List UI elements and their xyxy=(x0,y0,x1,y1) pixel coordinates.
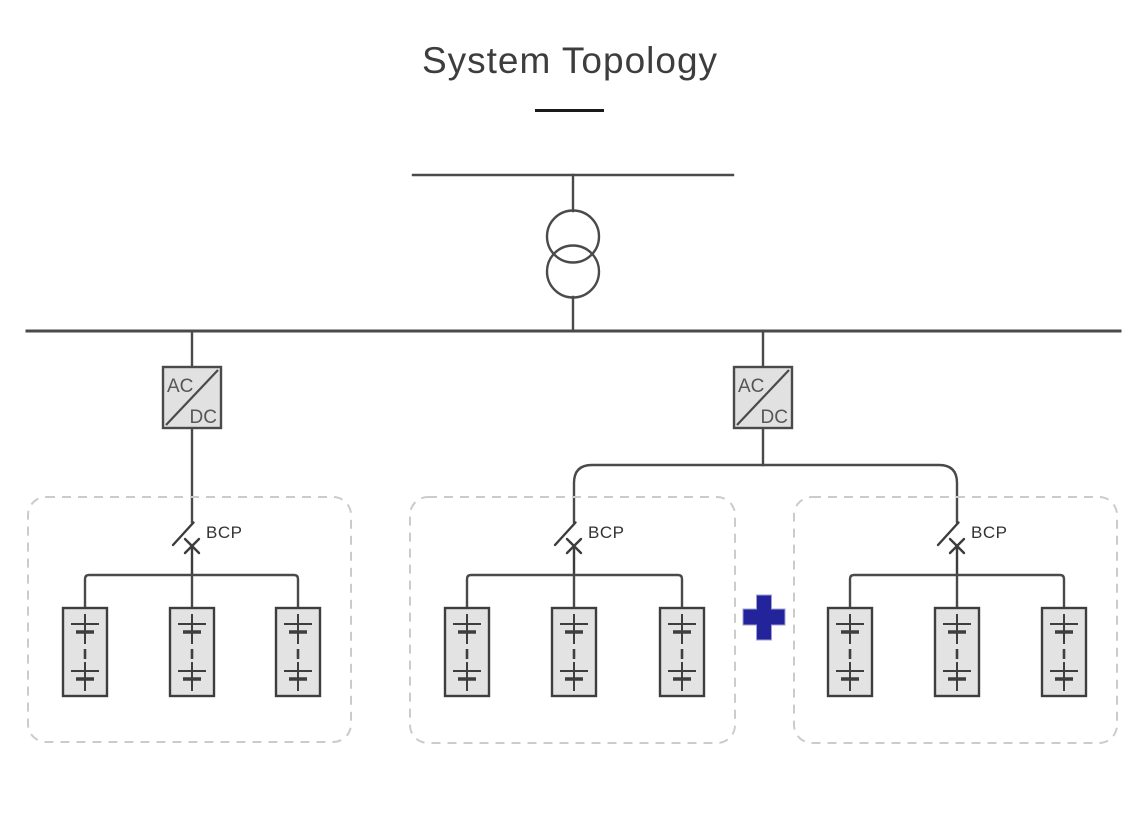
group-dashed-border xyxy=(793,496,1118,744)
breaker-switch-icon xyxy=(936,521,966,577)
group-dc-bus-line xyxy=(465,573,684,610)
converter-dc-label: DC xyxy=(190,407,217,428)
split-connector-wire xyxy=(572,463,959,524)
battery-group-1: BCP xyxy=(27,496,352,743)
battery-icon xyxy=(826,606,874,698)
battery-group-2: BCP xyxy=(409,496,736,744)
breaker-label: BCP xyxy=(971,523,1007,542)
ac-dc-converter-left: AC DC xyxy=(161,365,223,430)
battery-icon xyxy=(61,606,109,698)
page-title: System Topology xyxy=(422,40,718,81)
ac-dc-converter-right: AC DC xyxy=(732,365,794,430)
battery-icon xyxy=(274,606,322,698)
battery-icon xyxy=(1040,606,1088,698)
battery-icon xyxy=(550,606,598,698)
battery-group-3: BCP xyxy=(793,496,1118,744)
battery-icon xyxy=(443,606,491,698)
breaker-switch-icon xyxy=(553,521,583,577)
battery-icon xyxy=(168,606,216,698)
battery-icon xyxy=(933,606,981,698)
converter-dc-label: DC xyxy=(761,407,788,428)
group-dashed-border xyxy=(27,496,352,743)
converter-ac-label: AC xyxy=(738,376,764,397)
breaker-label: BCP xyxy=(206,523,242,542)
transformer-icon xyxy=(545,209,601,299)
battery-icon xyxy=(658,606,706,698)
plus-icon xyxy=(742,594,786,641)
title-underline xyxy=(535,109,604,112)
breaker-switch-icon xyxy=(171,521,201,577)
group-dashed-border xyxy=(409,496,736,744)
group-dc-bus-line xyxy=(848,573,1066,610)
converter-ac-label: AC xyxy=(167,376,193,397)
breaker-label: BCP xyxy=(588,523,624,542)
group-dc-bus-line xyxy=(83,573,300,610)
